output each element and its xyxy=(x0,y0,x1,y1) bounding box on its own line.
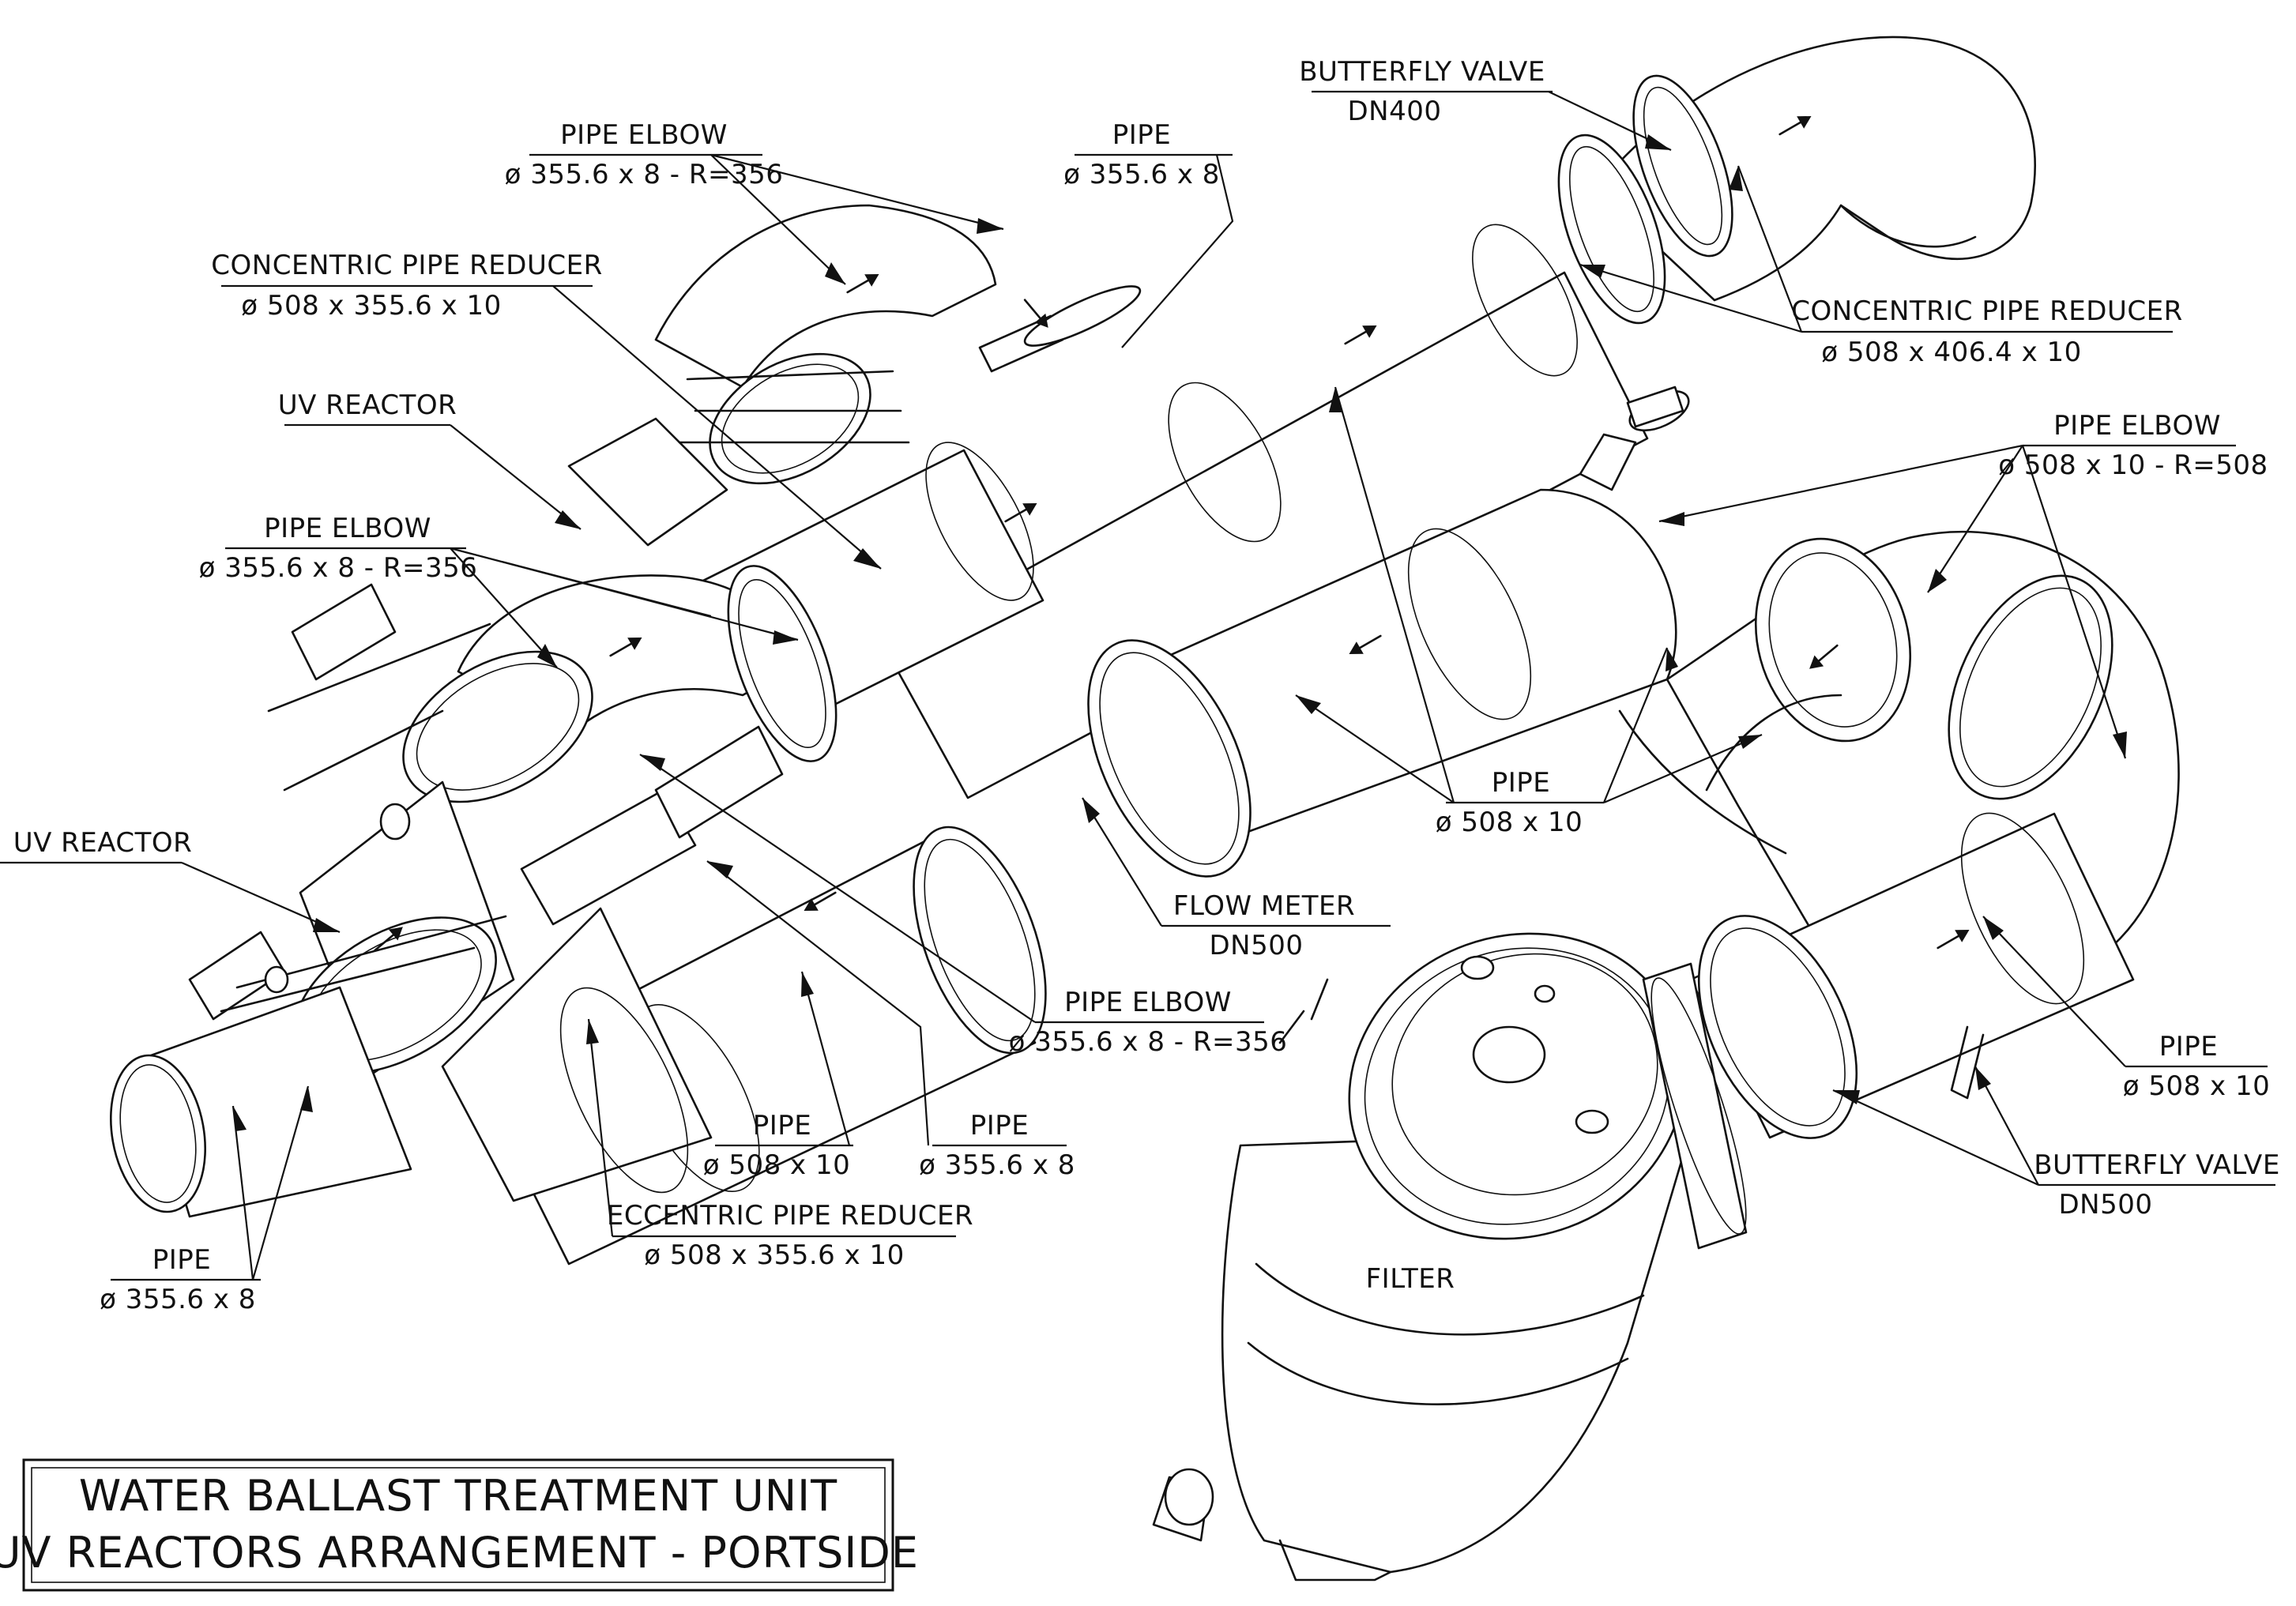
eccentric-reducer xyxy=(441,907,713,1202)
label-butterfly-valve-top-spec: DN400 xyxy=(1347,96,1441,127)
flow-arrows xyxy=(374,116,1970,952)
top-valve-actuator xyxy=(1579,386,1690,491)
label-concentric-reducer-left-spec: ø 508 x 355.6 x 10 xyxy=(241,290,502,322)
label-pipe-elbow-top-spec: ø 355.6 x 8 - R=356 xyxy=(505,159,784,190)
label-pipe-elbow-low-spec: ø 355.6 x 8 - R=356 xyxy=(1009,1026,1288,1058)
label-pipe-low-b-spec: ø 355.6 x 8 xyxy=(919,1149,1075,1181)
upper-right-elbow xyxy=(1557,36,2036,325)
label-concentric-reducer-right: CONCENTRIC PIPE REDUCER xyxy=(1791,295,2182,327)
uv-reactor-lower-body xyxy=(188,583,784,1076)
label-pipe-elbow-mid: PIPE ELBOW xyxy=(264,513,431,544)
label-butterfly-valve-top: BUTTERFLY VALVE xyxy=(1299,56,1545,88)
flow-meter-pipe xyxy=(1087,488,1677,878)
label-pipe-elbow-right-spec: ø 508 x 10 - R=508 xyxy=(1998,449,2268,481)
title-line-1: WATER BALLAST TREATMENT UNIT xyxy=(79,1471,837,1521)
label-pipe-elbow-top: PIPE ELBOW xyxy=(560,119,728,151)
label-pipe-elbow-low: PIPE ELBOW xyxy=(1064,987,1232,1018)
label-eccentric-reducer-spec: ø 508 x 355.6 x 10 xyxy=(644,1239,905,1271)
uv-reactor-mid-elbow xyxy=(402,565,837,803)
label-eccentric-reducer: ECCENTRIC PIPE REDUCER xyxy=(607,1200,973,1232)
annotation-labels: PIPE ELBOW ø 355.6 x 8 - R=356 PIPE ø 35… xyxy=(13,56,2280,1315)
label-pipe-elbow-mid-spec: ø 355.6 x 8 - R=356 xyxy=(199,552,478,584)
label-pipe-low-b: PIPE xyxy=(970,1110,1029,1142)
label-butterfly-valve-right-spec: DN500 xyxy=(2058,1189,2152,1220)
label-pipe-top-spec: ø 355.6 x 8 xyxy=(1063,159,1220,190)
label-uv-reactor-left: UV REACTOR xyxy=(13,827,193,859)
label-pipe-center: PIPE xyxy=(1492,767,1551,799)
label-pipe-bottom-left-spec: ø 355.6 x 8 xyxy=(100,1284,256,1315)
label-pipe-low-a-spec: ø 508 x 10 xyxy=(703,1149,851,1181)
title-line-2: UV REACTORS ARRANGEMENT - PORTSIDE xyxy=(0,1528,919,1578)
lower-right-pipe xyxy=(1689,812,2135,1139)
label-pipe-right-spec: ø 508 x 10 xyxy=(2123,1070,2271,1102)
label-butterfly-valve-right: BUTTERFLY VALVE xyxy=(2034,1149,2280,1181)
label-pipe-right: PIPE xyxy=(2159,1031,2219,1063)
label-concentric-reducer-left: CONCENTRIC PIPE REDUCER xyxy=(211,250,602,281)
label-uv-reactor-top: UV REACTOR xyxy=(278,389,457,421)
label-pipe-center-spec: ø 508 x 10 xyxy=(1436,807,1583,838)
label-pipe-elbow-right: PIPE ELBOW xyxy=(2053,410,2221,442)
label-flow-meter: FLOW METER xyxy=(1173,890,1355,922)
inlet-pipe-bottom-left xyxy=(109,986,412,1218)
leader-lines xyxy=(0,90,2275,1281)
title-block: WATER BALLAST TREATMENT UNIT UV REACTORS… xyxy=(0,1458,919,1592)
label-filter: FILTER xyxy=(1366,1263,1455,1295)
label-pipe-bottom-left: PIPE xyxy=(152,1244,212,1276)
label-flow-meter-spec: DN500 xyxy=(1209,930,1303,961)
filter-vessel xyxy=(1152,932,1748,1582)
uv-reactor-upper xyxy=(567,204,1142,547)
label-pipe-low-a: PIPE xyxy=(753,1110,812,1142)
label-concentric-reducer-right-spec: ø 508 x 406.4 x 10 xyxy=(1821,337,2082,368)
label-pipe-top: PIPE xyxy=(1112,119,1172,151)
